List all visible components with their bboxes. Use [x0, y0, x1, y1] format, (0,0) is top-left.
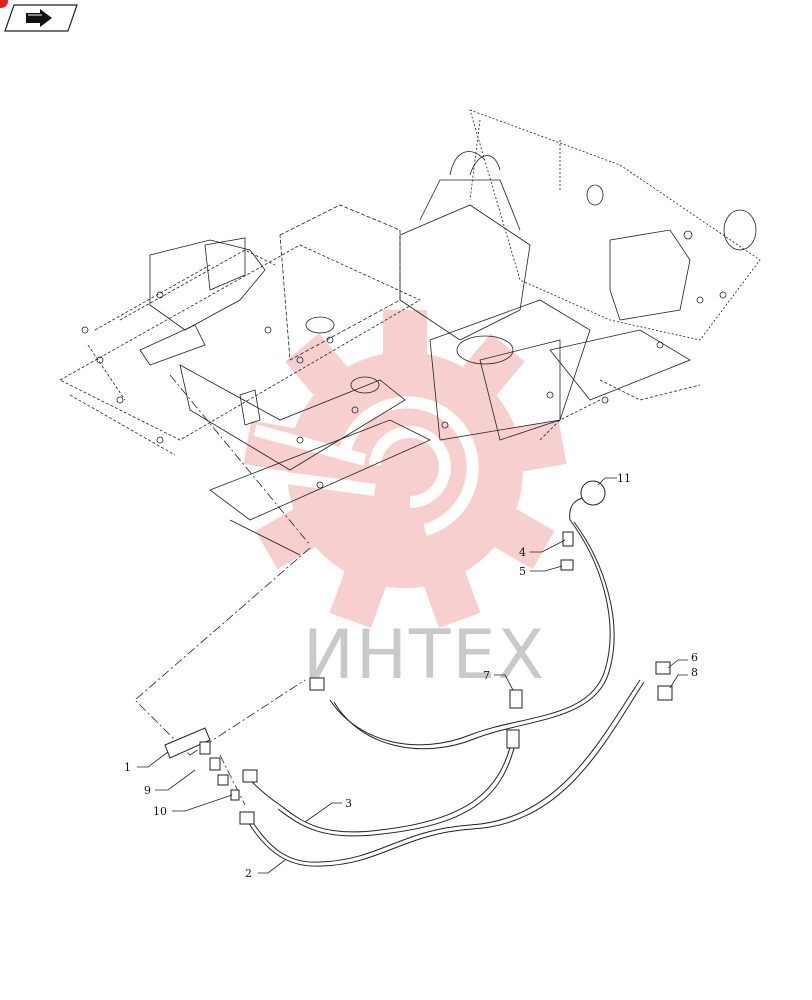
bracket-1: [164, 727, 211, 759]
fitting-7: [509, 689, 523, 709]
fitting-3-end: [242, 769, 258, 783]
fitting-9b: [209, 757, 221, 771]
callout-10: 10: [153, 805, 167, 818]
callout-3: 3: [345, 797, 352, 810]
callout-1: 1: [124, 761, 131, 774]
fitting-2-end: [239, 811, 255, 825]
fitting-10: [230, 789, 240, 801]
arrow-right-icon: [26, 9, 52, 27]
fitting-5: [560, 559, 574, 571]
hoses: [247, 496, 645, 867]
callout-9: 9: [144, 784, 151, 797]
callout-7: 7: [483, 669, 490, 682]
callout-labels: 1 2 3 4 5 6 7 8 9 10 11: [124, 472, 698, 880]
callout-6: 6: [691, 651, 698, 664]
next-page-button[interactable]: [4, 4, 78, 32]
machine-frame: [59, 109, 761, 556]
watermark-gear: [243, 310, 567, 628]
callout-2: 2: [245, 867, 252, 880]
callout-4: 4: [519, 546, 526, 559]
fitting-6: [655, 661, 671, 675]
fitting-9c: [217, 774, 229, 786]
callout-leaders: [137, 477, 688, 874]
notification-badge: [0, 0, 8, 8]
fitting-4: [562, 531, 574, 547]
fitting-9: [199, 741, 211, 755]
item-11-circle: [580, 480, 606, 506]
fitting-8: [657, 685, 673, 701]
fitting-7b: [506, 729, 520, 749]
callout-8: 8: [691, 666, 698, 679]
callout-11: 11: [617, 472, 631, 485]
fitting-hose-end: [309, 677, 325, 691]
fittings: [164, 480, 673, 825]
watermark-text: ИНТЕХ: [303, 616, 546, 695]
callout-5: 5: [519, 565, 526, 578]
